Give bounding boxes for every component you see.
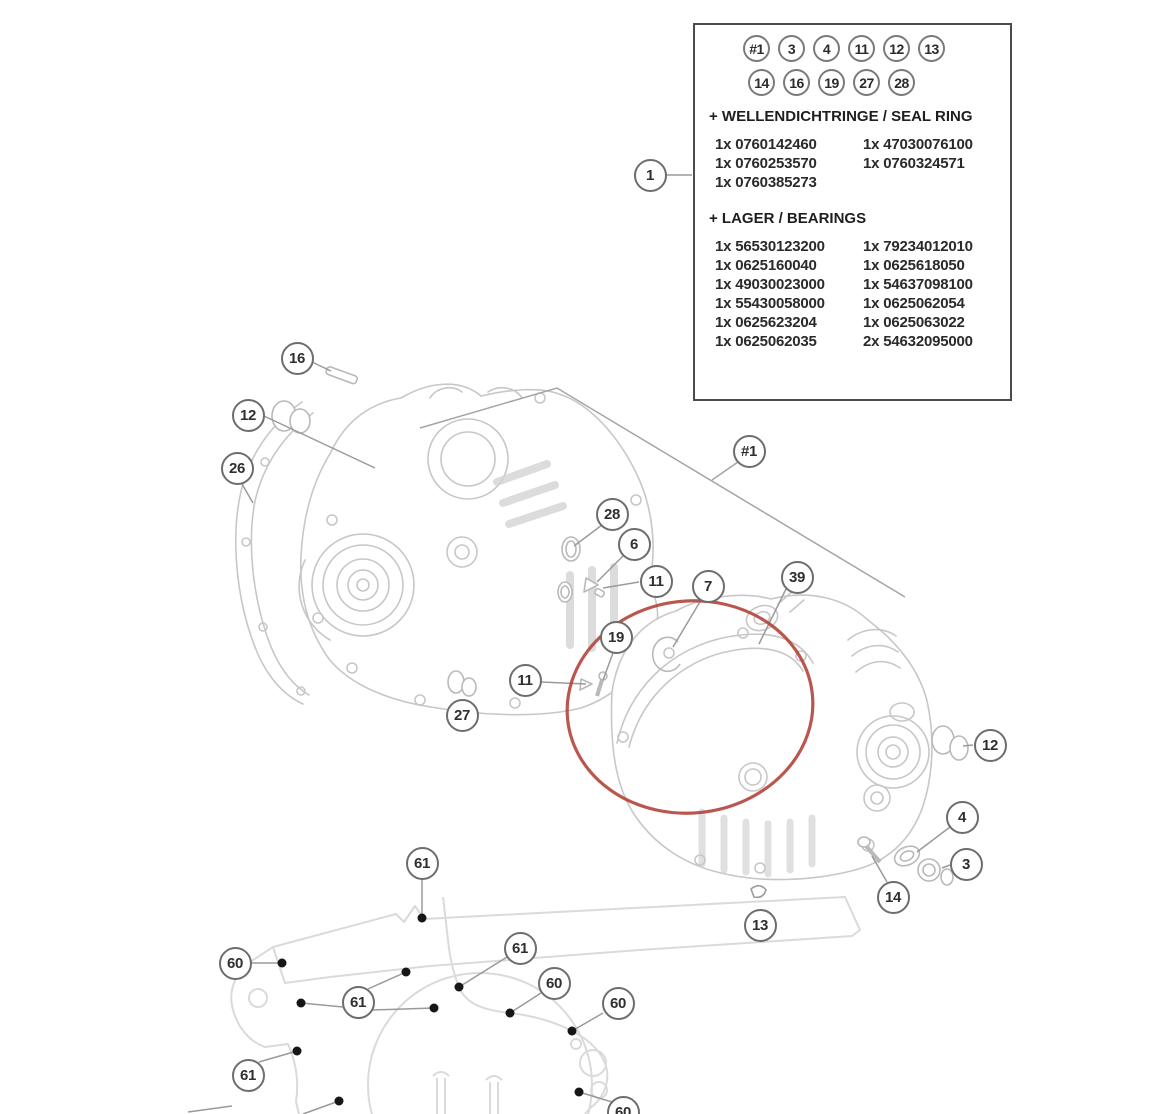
ref-callout-27: 27 bbox=[853, 69, 880, 96]
callout-60: 60 bbox=[606, 1095, 640, 1114]
section-title: + WELLENDICHTRINGE / SEAL RING bbox=[709, 108, 973, 125]
ref-callout-11: 11 bbox=[848, 35, 875, 62]
ref-callout-4: 4 bbox=[813, 35, 840, 62]
callout-61: 61 bbox=[231, 1058, 265, 1092]
callout-61: 61 bbox=[341, 985, 375, 1019]
part-number: 1x 0760385273 bbox=[715, 174, 817, 191]
callout-16: 16 bbox=[280, 341, 314, 375]
group-boundary-line bbox=[419, 387, 906, 598]
callout-11: 11 bbox=[639, 564, 673, 598]
leader-lines bbox=[187, 174, 974, 1114]
part-number: 1x 79234012010 bbox=[863, 238, 973, 255]
callout-11: 11 bbox=[508, 663, 542, 697]
callout-28: 28 bbox=[595, 497, 629, 531]
callout-12: 12 bbox=[231, 398, 265, 432]
small-parts-art bbox=[271, 366, 969, 899]
part-number: 1x 0760324571 bbox=[863, 155, 965, 172]
part-number: 1x 49030023000 bbox=[715, 276, 825, 293]
part-number: 1x 56530123200 bbox=[715, 238, 825, 255]
part-number-sections: + WELLENDICHTRINGE / SEAL RING 1x 0760142… bbox=[707, 108, 998, 351]
left-crankcase-art bbox=[234, 383, 659, 716]
callout-60: 60 bbox=[537, 966, 571, 1000]
part-number bbox=[863, 173, 998, 192]
callout-60: 60 bbox=[218, 946, 252, 980]
part-number: 1x 0760142460 bbox=[715, 136, 817, 153]
part-number: 1x 0625062054 bbox=[863, 295, 965, 312]
part-number: 1x 55430058000 bbox=[715, 295, 825, 312]
part-number: 1x 0625063022 bbox=[863, 314, 965, 331]
ref-callout-16: 16 bbox=[783, 69, 810, 96]
gasket-point-dots bbox=[277, 913, 584, 1106]
callout-7: 7 bbox=[691, 569, 725, 603]
part-number: 1x 0625062035 bbox=[715, 333, 817, 350]
ref-callout-14: 14 bbox=[748, 69, 775, 96]
right-crankcase-art bbox=[610, 589, 933, 881]
callout-13: 13 bbox=[743, 908, 777, 942]
part-number-list: 1x 0760142460 1x 47030076100 1x 0760253570… bbox=[715, 135, 998, 192]
ref-callout-13: 13 bbox=[918, 35, 945, 62]
ref-callout-28: 28 bbox=[888, 69, 915, 96]
ref-callout-3: 3 bbox=[778, 35, 805, 62]
part-number: 1x 54637098100 bbox=[863, 276, 973, 293]
callout-27: 27 bbox=[445, 698, 479, 732]
part-number: 2x 54632095000 bbox=[863, 333, 973, 350]
callout-19: 19 bbox=[599, 620, 633, 654]
callout-4: 4 bbox=[945, 800, 979, 834]
callout-26: 26 bbox=[220, 451, 254, 485]
callout-61: 61 bbox=[405, 846, 439, 880]
callout-1: 1 bbox=[633, 158, 667, 192]
callout-3: 3 bbox=[949, 847, 983, 881]
part-number: 1x 47030076100 bbox=[863, 136, 973, 153]
callout-14: 14 bbox=[876, 880, 910, 914]
red-highlight-ellipse bbox=[565, 599, 815, 815]
part-number: 1x 0625160040 bbox=[715, 257, 817, 274]
ref-callout-row-2: 14 16 19 27 28 bbox=[748, 69, 998, 96]
part-number-list: 1x 56530123200 1x 79234012010 1x 062516004… bbox=[715, 237, 998, 351]
callout-hash1: #1 bbox=[732, 434, 766, 468]
callout-61: 61 bbox=[503, 931, 537, 965]
part-number: 1x 0625623204 bbox=[715, 314, 817, 331]
callout-12: 12 bbox=[973, 728, 1007, 762]
ref-callout-12: 12 bbox=[883, 35, 910, 62]
callout-60: 60 bbox=[601, 986, 635, 1020]
part-number: 1x 0625618050 bbox=[863, 257, 965, 274]
ref-callout-hash1: #1 bbox=[743, 35, 770, 62]
callout-6: 6 bbox=[617, 527, 651, 561]
ref-callout-19: 19 bbox=[818, 69, 845, 96]
callout-39: 39 bbox=[780, 560, 814, 594]
part-number: 1x 0760253570 bbox=[715, 155, 817, 172]
section-title: + LAGER / BEARINGS bbox=[709, 210, 867, 227]
